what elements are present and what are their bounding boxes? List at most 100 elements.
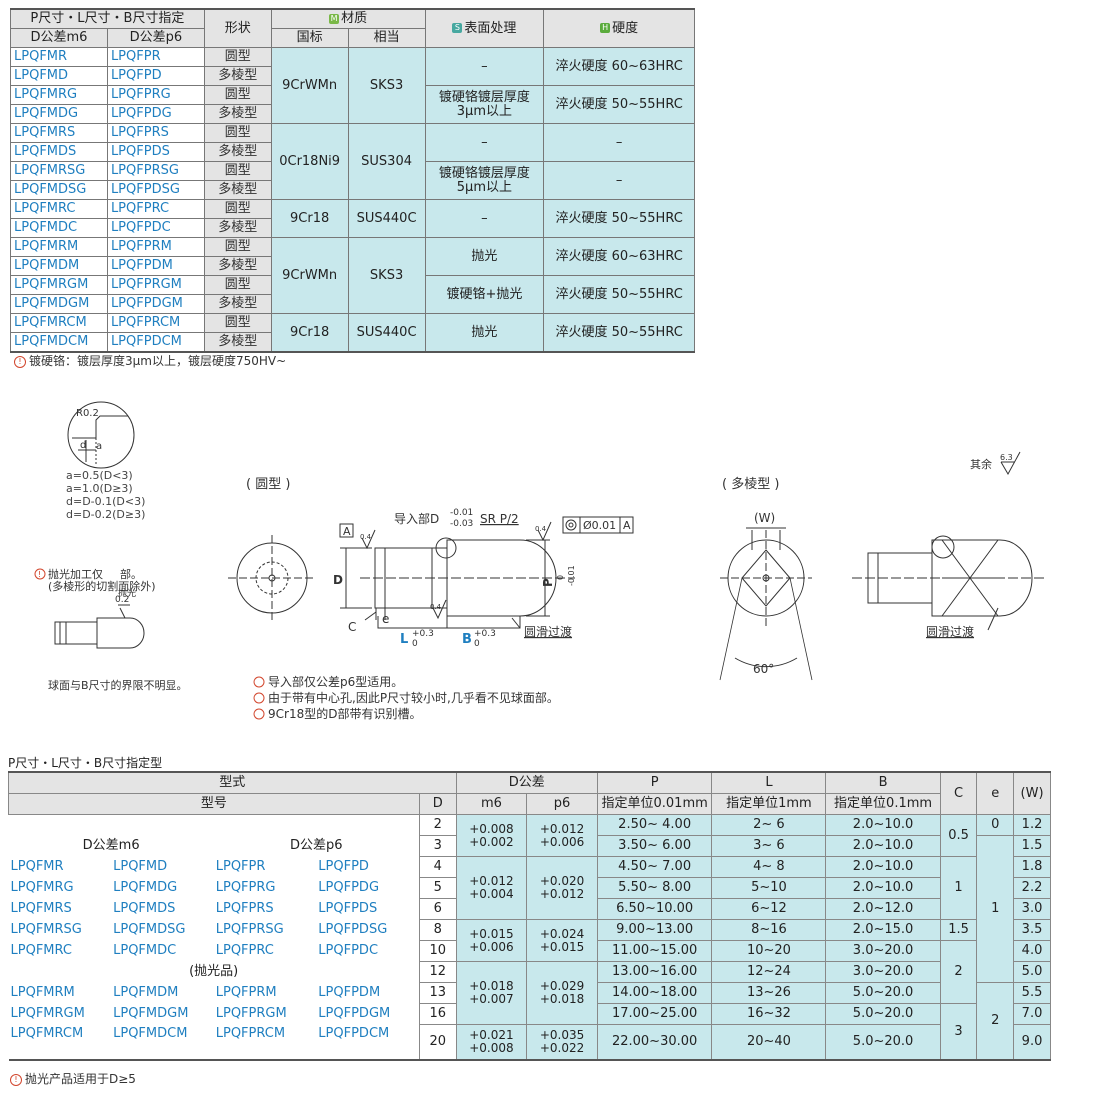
l-cell: 5~10 [711,877,827,899]
model-code: LPQFPD [318,859,369,875]
code-m6: LPQFMRG [10,85,108,105]
code-m6: LPQFMRM [10,237,108,257]
h-c: C [939,771,978,815]
smooth-label-2: 圆滑过渡 [926,624,974,639]
w-cell: 4.0 [1013,940,1051,962]
material-equiv: SUS440C [347,199,426,238]
material-std: 9CrWMn [270,237,349,314]
hardness-cell: 淬火硬度 50~55HRC [543,313,695,353]
hardness-cell: 淬火硬度 60~63HRC [543,237,695,276]
model-code: LPQFPRG [215,880,276,896]
h-p: P [596,771,713,794]
l-tol-up: +0.3 [412,629,434,639]
header-material-equiv: 相当 [347,28,426,48]
model-code: LPQFPRGM [215,1006,287,1022]
shape-cell: 多棱型 [203,294,272,314]
l-cell: 10~20 [711,940,827,962]
w-cell: 3.5 [1013,919,1051,941]
w-cell: 2.2 [1013,877,1051,899]
material-std: 9Cr18 [270,199,349,238]
d-cell: 13 [418,982,457,1004]
angle-60: 60° [753,662,774,676]
guide-label: 导入部D [394,511,439,526]
shape-cell: 圆型 [203,199,272,219]
b-cell: 3.0~20.0 [825,940,941,962]
shape-cell: 多棱型 [203,218,272,238]
model-code: LPQFMDGM [113,1006,189,1022]
svg-text:0.4: 0.4 [535,525,547,533]
w-cell: 5.0 [1013,961,1051,983]
smooth-label-1: 圆滑过渡 [524,624,572,639]
w-cell: 1.2 [1013,814,1051,836]
concentricity-frame: Ø0.01 A [562,516,634,534]
c-cell: 0.5 [939,814,978,857]
h-l: L [711,771,827,794]
roughness-symbols [361,521,552,620]
d-label: d [80,440,86,451]
model-code: LPQFPRCM [215,1025,286,1041]
w-cell: 3.0 [1013,898,1051,920]
hardness-cell: 淬火硬度 50~55HRC [543,199,695,238]
model-code: LPQFMDSG [113,922,186,938]
w-cell: 7.0 [1013,1003,1051,1025]
d-cell: 20 [418,1024,457,1061]
svg-text:Ø0.01: Ø0.01 [583,519,616,532]
model-code: LPQFPDM [318,985,381,1001]
model-code: LPQFPRS [215,901,274,917]
c-dimension: C [348,620,356,634]
material-std: 9CrWMn [270,47,349,124]
model-code: LPQFMDG [113,880,178,896]
surface-cell: 抛光 [424,313,545,353]
poly-type-label: ( 多棱型 ) [722,476,779,492]
rough-value: 6.3 [1000,453,1013,462]
d-cell: 6 [418,898,457,920]
code-p6: LPQFPRG [106,85,205,105]
svg-text:0.4: 0.4 [360,533,372,541]
code-p6: LPQFPRS [106,123,205,143]
sub-p6: D公差p6 [290,838,343,854]
model-code: LPQFMR [10,859,64,875]
code-m6: LPQFMDSG [10,180,108,200]
code-m6: LPQFMRC [10,199,108,219]
note-2: 由于带有中心孔,因此P尺寸较小时,几乎看不见球面部。 [268,690,559,705]
b-dimension: B [462,632,472,647]
c-cell: 1 [939,856,978,920]
p-cell: 2.50~ 4.00 [596,814,713,836]
l-dimension: L [400,632,408,647]
hardness-cell: – [543,161,695,200]
code-p6: LPQFPR [106,47,205,67]
h-b-unit: 指定单位0.1mm [825,793,941,815]
code-p6: LPQFPRM [106,237,205,257]
h-d: D [418,793,457,815]
l-cell: 20~40 [711,1024,827,1061]
h-w: (W) [1013,771,1051,815]
tol-p6: +0.029+0.018 [526,961,598,1025]
hardness-h-icon: H [600,23,611,34]
formula-2: a=1.0(D≥3) [66,482,133,495]
tol-m6: +0.012+0.004 [455,856,528,920]
surface-cell: – [424,199,545,238]
bottom-title: P尺寸・L尺寸・B尺寸指定型 [8,756,163,770]
chrome-note: !镀硬铬：镀层厚度3μm以上，镀层硬度750HV~ [14,352,286,369]
b-cell: 2.0~10.0 [825,835,941,857]
polish-label: 抛光 [118,587,136,599]
shape-cell: 圆型 [203,85,272,105]
b-cell: 2.0~10.0 [825,856,941,878]
code-p6: LPQFPRCM [106,313,205,333]
svg-text:!: ! [38,570,41,579]
code-m6: LPQFMDG [10,104,108,124]
model-code: LPQFPDSG [318,922,388,938]
